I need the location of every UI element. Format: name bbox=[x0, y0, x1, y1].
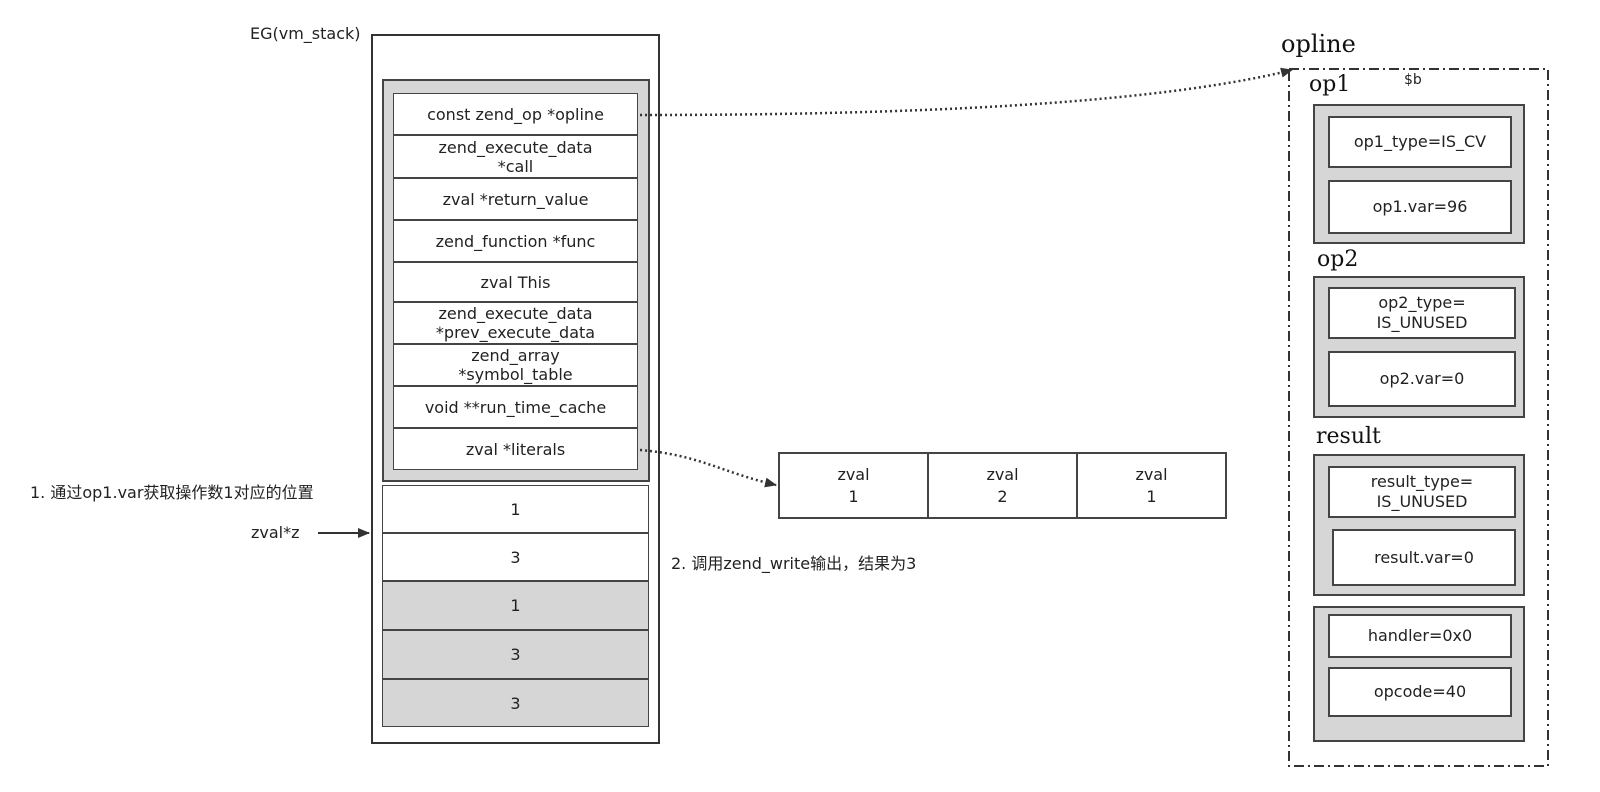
literal-type: zval bbox=[986, 464, 1019, 484]
op1-var: op1.var=96 bbox=[1328, 180, 1512, 234]
result-var: result.var=0 bbox=[1332, 529, 1516, 586]
literal-value: 1 bbox=[1146, 486, 1157, 506]
field-prev-execute-data: zend_execute_data *prev_execute_data bbox=[393, 302, 638, 344]
step2-annotation: 2. 调用zend_write输出，结果为3 bbox=[671, 554, 917, 573]
literal-value: 1 bbox=[848, 486, 859, 506]
literal-type: zval bbox=[1135, 464, 1168, 484]
result-type: result_type= IS_UNUSED bbox=[1328, 466, 1516, 518]
field-return-value: zval *return_value bbox=[393, 178, 638, 220]
op1-var-name: $b bbox=[1404, 72, 1422, 88]
field-opline: const zend_op *opline bbox=[393, 93, 638, 135]
handler-field: handler=0x0 bbox=[1328, 614, 1512, 658]
result-label: result bbox=[1316, 424, 1381, 449]
field-literals: zval *literals bbox=[393, 428, 638, 470]
stack-slot: 3 bbox=[382, 533, 649, 581]
literals-pointer-arrow bbox=[639, 448, 777, 488]
field-this: zval This bbox=[393, 262, 638, 302]
op2-type: op2_type= IS_UNUSED bbox=[1328, 287, 1516, 339]
opline-title: opline bbox=[1281, 30, 1356, 58]
literal-cell: zval 2 bbox=[929, 454, 1078, 517]
field-run-time-cache: void **run_time_cache bbox=[393, 386, 638, 428]
literal-cell: zval 1 bbox=[780, 454, 929, 517]
stack-slot: 1 bbox=[382, 485, 649, 533]
field-call: zend_execute_data *call bbox=[393, 135, 638, 178]
opcode-field: opcode=40 bbox=[1328, 667, 1512, 717]
opline-border bbox=[1288, 68, 1549, 767]
literals-array: zval 1 zval 2 zval 1 bbox=[778, 452, 1227, 519]
op2-label: op2 bbox=[1317, 247, 1359, 272]
step1-annotation: 1. 通过op1.var获取操作数1对应的位置 bbox=[30, 483, 314, 502]
stack-slot: 3 bbox=[382, 630, 649, 679]
field-func: zend_function *func bbox=[393, 220, 638, 262]
literal-cell: zval 1 bbox=[1078, 454, 1225, 517]
op2-var: op2.var=0 bbox=[1328, 351, 1516, 407]
stack-slot: 3 bbox=[382, 679, 649, 727]
op1-label: op1 bbox=[1309, 72, 1351, 97]
literal-type: zval bbox=[837, 464, 870, 484]
pointer-label: zval*z bbox=[251, 523, 300, 542]
vm-stack-title: EG(vm_stack) bbox=[250, 24, 361, 43]
literal-value: 2 bbox=[997, 486, 1008, 506]
field-symbol-table: zend_array *symbol_table bbox=[393, 344, 638, 386]
opline-pointer-arrow bbox=[639, 67, 1293, 117]
op1-type: op1_type=IS_CV bbox=[1328, 116, 1512, 168]
stack-slot: 1 bbox=[382, 581, 649, 630]
